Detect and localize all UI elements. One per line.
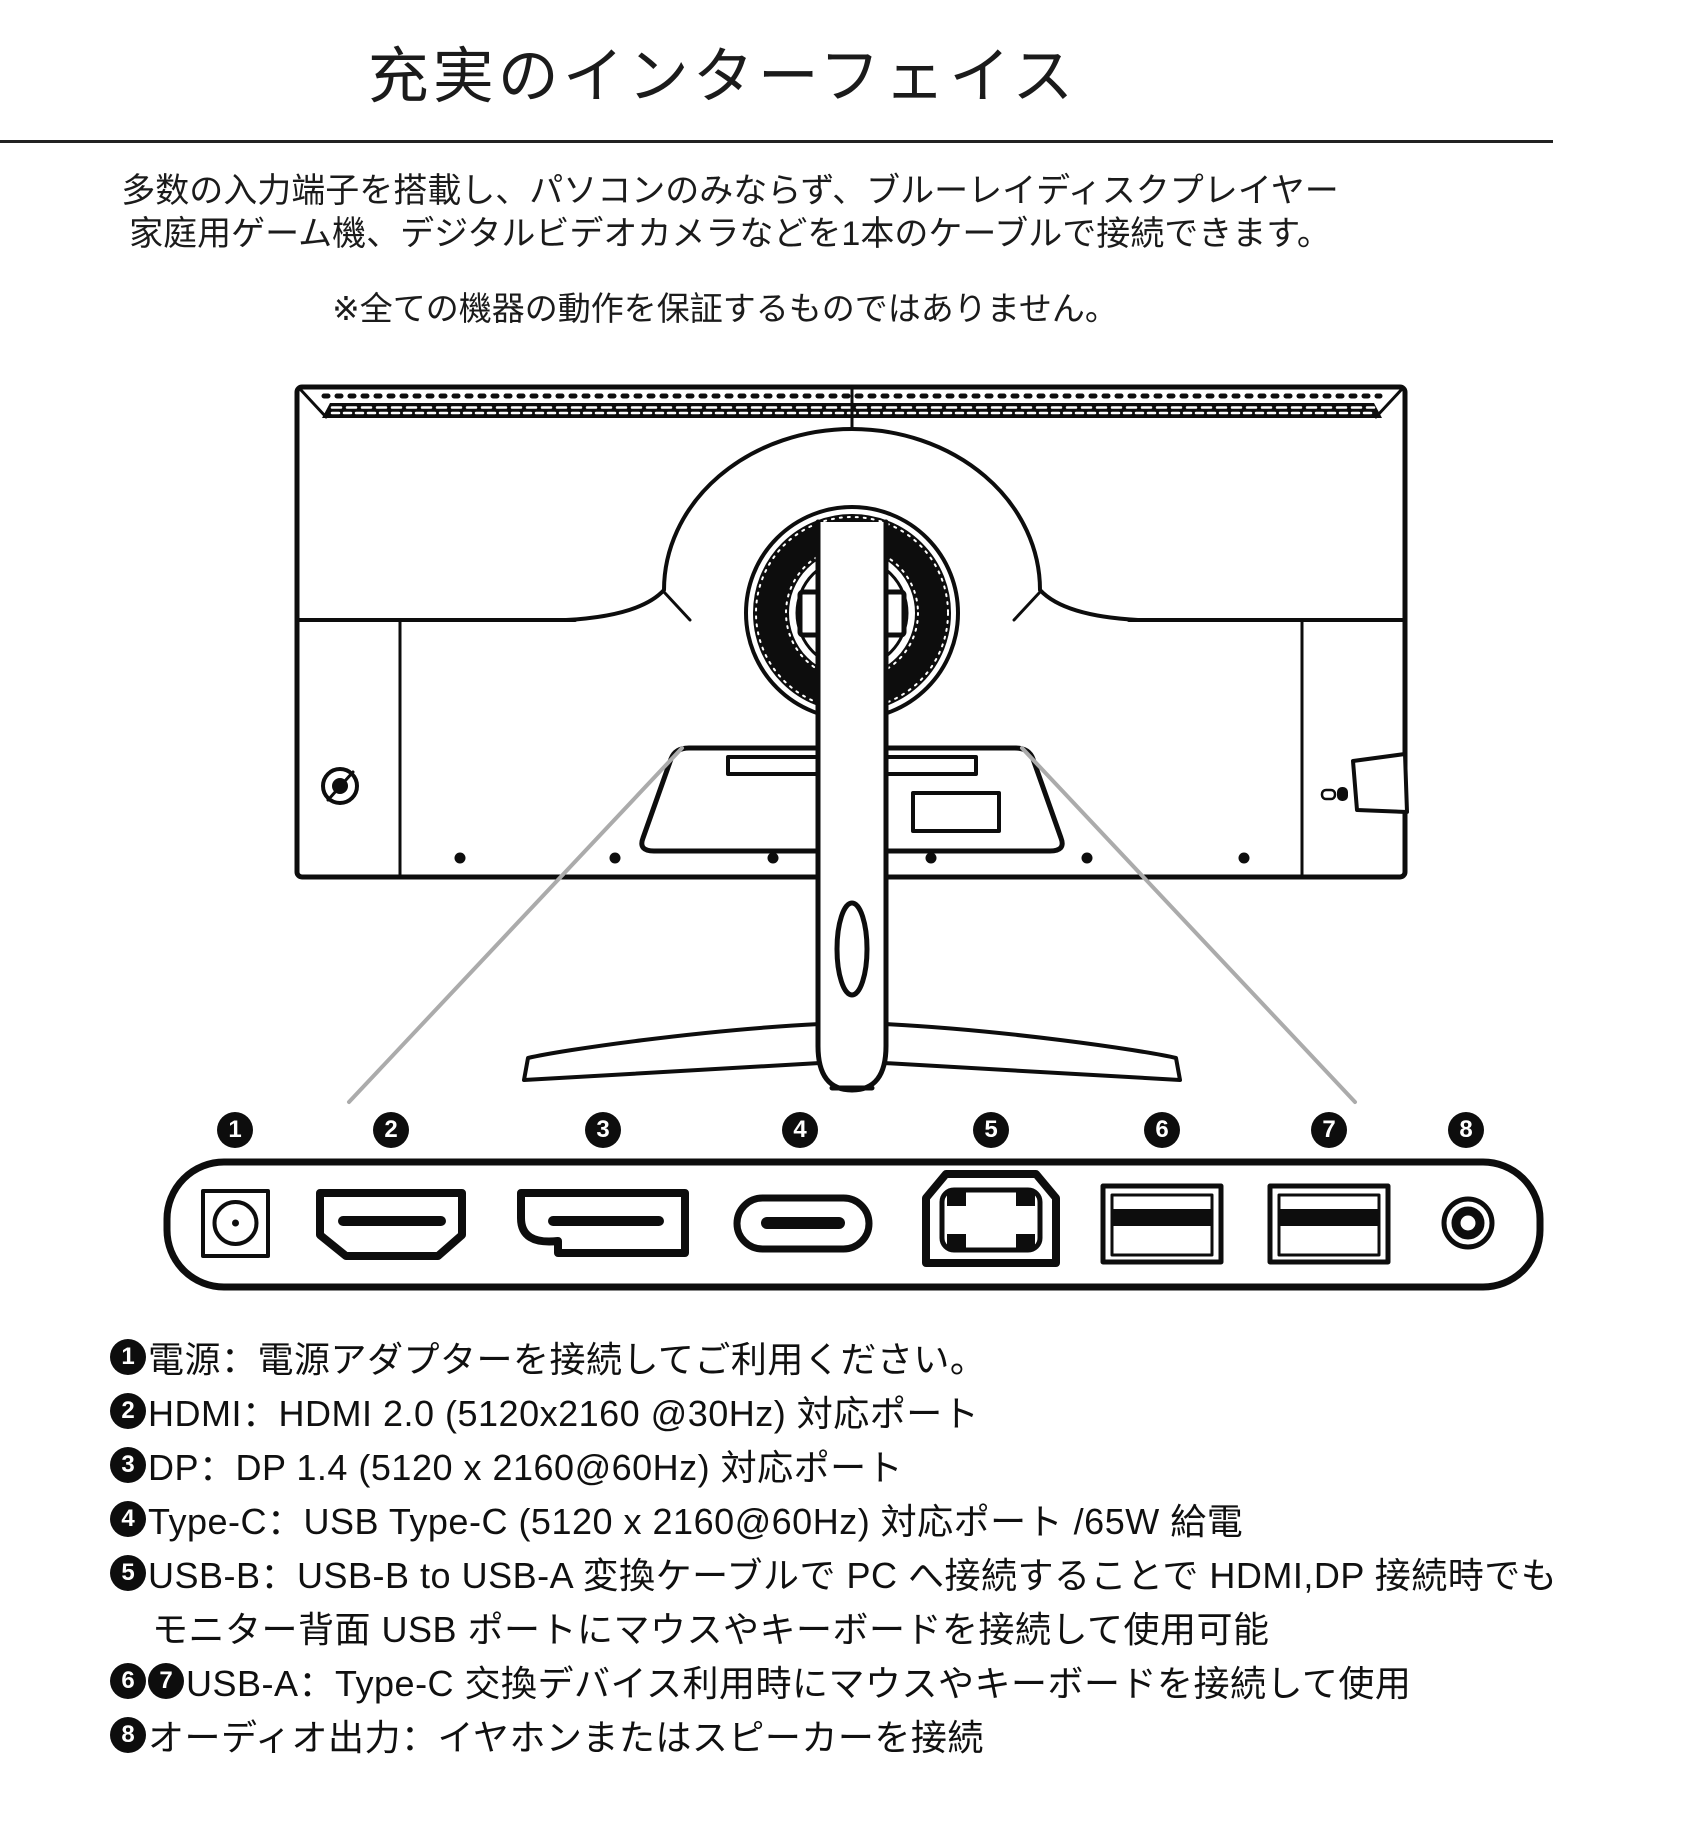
usb-a-port-1-icon (1100, 1183, 1224, 1265)
side-flap (1351, 752, 1409, 814)
stand-leg-right (882, 1022, 1182, 1082)
badge-8: 8 (110, 1717, 146, 1753)
desc-usb-a-text: USB-A：Type-C 交換デバイス利用時にマウスやキーボードを接続して使用 (186, 1663, 1412, 1704)
port-number-5: 5 (973, 1112, 1009, 1148)
port-number-3: 3 (585, 1112, 621, 1148)
port-description-list: 1 電源：電源アダプターを接続してご利用ください。 2 HDMI：HDMI 2.… (110, 1330, 1670, 1762)
top-left-facet (298, 387, 328, 419)
desc-hdmi: 2 HDMI：HDMI 2.0 (5120x2160 @30Hz) 対応ポート (110, 1384, 1670, 1438)
badge-3: 3 (110, 1447, 146, 1483)
usb-b-port-icon (922, 1170, 1060, 1267)
intro-line-1: 多数の入力端子を搭載し、パソコンのみならず、ブルーレイディスクプレイヤー (121, 172, 1339, 210)
desc-hdmi-text: HDMI：HDMI 2.0 (5120x2160 @30Hz) 対応ポート (148, 1393, 980, 1434)
badge-7: 7 (148, 1663, 184, 1699)
badge-5: 5 (110, 1555, 146, 1591)
leader-line-right (1020, 746, 1357, 1104)
port-number-4: 4 (782, 1112, 818, 1148)
power-button-icon (321, 767, 359, 805)
title-divider-rule (0, 140, 1553, 143)
label-plate (911, 791, 1001, 833)
kensington-lock-icon (1320, 787, 1348, 801)
top-right-facet (1374, 387, 1404, 419)
monitor-rear-illustration (163, 384, 1544, 1291)
desc-audio: 8 オーディオ出力：イヤホンまたはスピーカーを接続 (110, 1708, 1670, 1762)
intro-paragraph: 多数の入力端子を搭載し、パソコンのみならず、ブルーレイディスクプレイヤー 家庭用… (0, 170, 1460, 256)
desc-dp: 3 DP：DP 1.4 (5120 x 2160@60Hz) 対応ポート (110, 1438, 1670, 1492)
displayport-port-icon (517, 1189, 689, 1257)
leader-line-left (347, 746, 684, 1104)
desc-usb-b-wrap: モニター背面 USB ポートにマウスやキーボードを接続して使用可能 (110, 1600, 1670, 1654)
port-number-7: 7 (1311, 1112, 1347, 1148)
desc-usb-b-text: USB-B：USB-B to USB-A 変換ケーブルで PC へ接続することで… (148, 1555, 1558, 1596)
desc-power: 1 電源：電源アダプターを接続してご利用ください。 (110, 1330, 1670, 1384)
dome-fold-right (1012, 590, 1042, 622)
usb-a-port-2-icon (1267, 1183, 1391, 1265)
usb-c-port-icon (733, 1194, 873, 1253)
badge-6: 6 (110, 1663, 146, 1699)
port-number-8: 8 (1448, 1112, 1484, 1148)
desc-type-c-text: Type-C：USB Type-C (5120 x 2160@60Hz) 対応ポ… (148, 1501, 1244, 1542)
port-number-6: 6 (1144, 1112, 1180, 1148)
stand-column (815, 519, 889, 1093)
desc-usb-a: 6 7 USB-A：Type-C 交換デバイス利用時にマウスやキーボードを接続し… (110, 1654, 1670, 1708)
stand-leg-left (522, 1022, 822, 1082)
page-title: 充実のインターフェイス (367, 42, 1078, 110)
audio-out-jack-icon (1441, 1196, 1495, 1250)
desc-power-text: 電源：電源アダプターを接続してご利用ください。 (148, 1339, 987, 1380)
dome-fold-left (662, 590, 692, 622)
screw-dots (454, 852, 1250, 864)
desc-audio-text: オーディオ出力：イヤホンまたはスピーカーを接続 (148, 1717, 984, 1758)
dc-power-jack-icon (201, 1189, 270, 1258)
badge-4: 4 (110, 1501, 146, 1537)
port-number-1: 1 (217, 1112, 253, 1148)
badge-1: 1 (110, 1339, 146, 1375)
desc-type-c: 4 Type-C：USB Type-C (5120 x 2160@60Hz) 対… (110, 1492, 1670, 1546)
desc-dp-text: DP：DP 1.4 (5120 x 2160@60Hz) 対応ポート (148, 1447, 904, 1488)
cable-hole (834, 900, 870, 998)
port-number-2: 2 (373, 1112, 409, 1148)
desc-usb-b-text-2: モニター背面 USB ポートにマウスやキーボードを接続して使用可能 (152, 1609, 1270, 1650)
intro-line-2: 家庭用ゲーム機、デジタルビデオカメラなどを1本のケーブルで接続できます。 (129, 215, 1331, 253)
desc-usb-b: 5 USB-B：USB-B to USB-A 変換ケーブルで PC へ接続するこ… (110, 1546, 1670, 1600)
disclaimer-note: ※全ての機器の動作を保証するものではありません。 (332, 290, 1118, 327)
hdmi-port-icon (316, 1189, 466, 1260)
badge-2: 2 (110, 1393, 146, 1429)
